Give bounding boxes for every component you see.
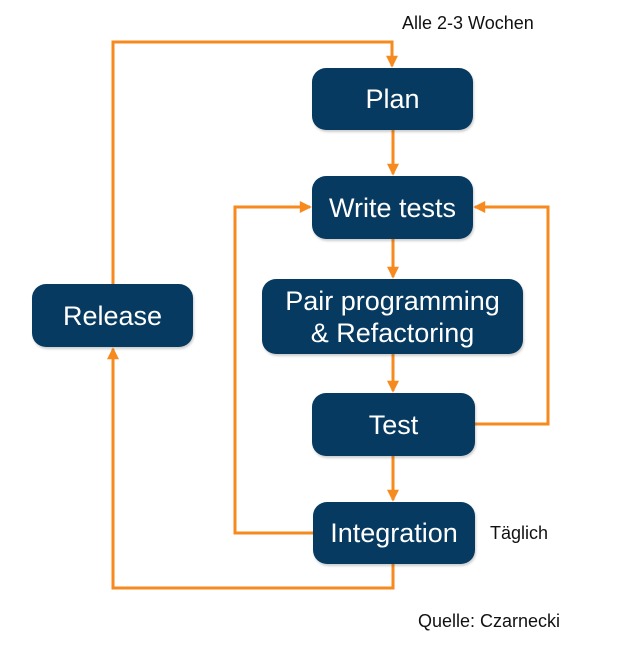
node-pair-programming-label-line2: & Refactoring <box>310 317 475 348</box>
node-test: Test <box>312 393 475 456</box>
edge-integration-to-write-tests <box>233 201 313 535</box>
node-integration-label: Integration <box>330 518 458 548</box>
node-pair-programming: Pair programming & Refactoring <box>262 279 523 354</box>
node-release-label: Release <box>62 300 163 331</box>
node-plan-label: Plan <box>365 84 420 114</box>
cycle-frequency-note: Alle 2-3 Wochen <box>402 13 534 33</box>
node-integration: Integration <box>313 502 475 564</box>
source-credit-note: Quelle: Czarnecki <box>418 611 561 631</box>
edge-integration-to-release <box>107 347 395 590</box>
node-release: Release <box>32 284 193 347</box>
node-plan: Plan <box>312 68 473 130</box>
edge-release-to-plan <box>111 40 398 284</box>
edge-test-to-write-tests <box>473 201 550 426</box>
node-test-label: Test <box>368 409 419 440</box>
node-write-tests-label: Write tests <box>328 192 457 223</box>
daily-frequency-note: Täglich <box>490 523 549 543</box>
node-pair-programming-label-line1: Pair programming <box>285 285 500 316</box>
node-write-tests: Write tests <box>312 176 473 239</box>
